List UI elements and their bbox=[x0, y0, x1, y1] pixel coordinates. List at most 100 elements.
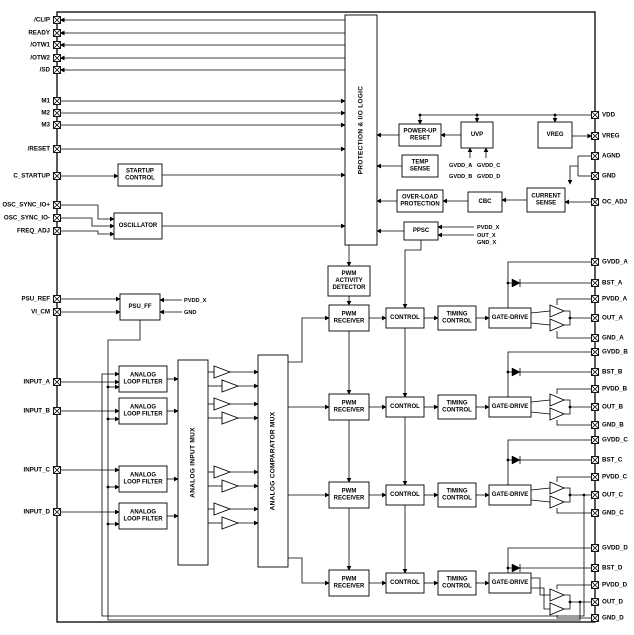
pin-gvdd-a: GVDD_A bbox=[591, 258, 628, 266]
pin-otw1: /OTW1 bbox=[30, 41, 61, 49]
block-gate-drive-d: GATE-DRIVE bbox=[488, 572, 532, 594]
block-label: GATE-DRIVE bbox=[492, 315, 529, 321]
junction-dot bbox=[506, 458, 510, 462]
pin-label: GND bbox=[602, 173, 616, 180]
output-driver-triangle-icon bbox=[549, 393, 566, 407]
pin-vreg: VREG bbox=[591, 132, 620, 140]
pin-x-mark bbox=[53, 97, 61, 105]
block-label: SENSE bbox=[536, 201, 556, 207]
junction-dot bbox=[506, 281, 510, 285]
pin-label: GVDD_C bbox=[602, 437, 628, 444]
annotation-label: OUT_X bbox=[477, 233, 496, 239]
pin-label: /OTW1 bbox=[30, 42, 50, 49]
block-label: ANALOG bbox=[130, 405, 156, 411]
block-label: CONTROL bbox=[442, 584, 472, 590]
pin-x-mark bbox=[591, 473, 599, 481]
block-gate-drive-b: GATE-DRIVE bbox=[488, 396, 532, 418]
junction-dot bbox=[475, 113, 479, 117]
block-outline bbox=[398, 123, 442, 147]
block-label: TIMING bbox=[447, 312, 468, 318]
block-outline bbox=[344, 14, 378, 246]
wires bbox=[59, 17, 593, 621]
wire bbox=[402, 240, 422, 309]
block-psu-ff: PSU_FF bbox=[119, 293, 161, 321]
comparator-triangle-icon bbox=[221, 379, 240, 393]
pin-label: INPUT_C bbox=[24, 467, 51, 474]
pin-x-mark bbox=[591, 456, 599, 464]
block-analog-input-mux: ANALOG INPUT MUX bbox=[177, 359, 209, 566]
block-label: ANALOG bbox=[130, 473, 156, 479]
wire bbox=[556, 508, 592, 514]
annotation-label: GND bbox=[184, 310, 196, 316]
pin-m2: M2 bbox=[41, 109, 61, 117]
pin-bst-a: BST_A bbox=[591, 279, 623, 287]
wire bbox=[531, 577, 550, 596]
pin-label: OC_ADJ bbox=[602, 199, 628, 206]
annotation-label: GVDD_B bbox=[449, 174, 472, 180]
pin-x-mark bbox=[591, 132, 599, 140]
pin-label: BST_B bbox=[602, 369, 623, 376]
pin-pvdd-c: PVDD_C bbox=[591, 473, 628, 481]
block-outline bbox=[119, 293, 161, 321]
block-label: GATE-DRIVE bbox=[492, 580, 529, 586]
pin-gvdd-b: GVDD_B bbox=[591, 348, 628, 356]
pin-ready: READY bbox=[28, 29, 61, 37]
wire bbox=[530, 487, 551, 491]
block-label: RESET bbox=[410, 136, 430, 142]
pin-x-mark bbox=[53, 109, 61, 117]
pin-x-mark bbox=[591, 614, 599, 622]
pin-oc-adj: OC_ADJ bbox=[591, 198, 628, 206]
block-label: LOOP FILTER bbox=[123, 517, 163, 523]
wire bbox=[107, 320, 581, 621]
block-outline bbox=[467, 191, 503, 213]
pin-gvdd-d: GVDD_D bbox=[591, 544, 628, 552]
block-outline bbox=[328, 304, 370, 332]
block-label: CONTROL bbox=[442, 496, 472, 502]
wire bbox=[60, 217, 115, 229]
pin-vi-cm: VI_CM bbox=[31, 308, 61, 316]
pin-x-mark bbox=[591, 509, 599, 517]
block-outline bbox=[488, 307, 532, 329]
block-label: GATE-DRIVE bbox=[492, 404, 529, 410]
pin-x-mark bbox=[53, 121, 61, 129]
pin-x-mark bbox=[591, 564, 599, 572]
pin-label: VREG bbox=[602, 133, 620, 140]
comparator-triangle-icon bbox=[221, 411, 240, 425]
pin-label: OUT_A bbox=[602, 315, 624, 322]
pin-osc-sync-io-minus: OSC_SYNC_IO- bbox=[4, 214, 61, 222]
diode-triangle bbox=[511, 278, 521, 288]
wire bbox=[507, 351, 592, 397]
pin-x-mark bbox=[53, 407, 61, 415]
block-label: CBC bbox=[479, 199, 493, 205]
pin-input-d: INPUT_D bbox=[24, 508, 61, 516]
block-label: RECEIVER bbox=[334, 496, 365, 502]
block-outline bbox=[385, 307, 425, 329]
block-protection-io-logic: PROTECTION & I/O LOGIC bbox=[344, 14, 378, 246]
junction-dot bbox=[418, 113, 422, 117]
block-outline bbox=[118, 502, 168, 530]
pin-gnd: GND bbox=[591, 172, 616, 180]
pin-label: M1 bbox=[41, 98, 50, 105]
annotation-label: GVDD_D bbox=[477, 174, 500, 180]
pin-x-mark bbox=[591, 258, 599, 266]
block-control-a: CONTROL bbox=[385, 307, 425, 329]
block-outline bbox=[488, 396, 532, 418]
pin-x-mark bbox=[591, 544, 599, 552]
pin-label: OUT_D bbox=[602, 599, 624, 606]
pin-input-a: INPUT_A bbox=[24, 378, 61, 386]
wire bbox=[288, 557, 330, 586]
pin-clip: /CLIP bbox=[34, 16, 61, 24]
block-label: PROTECTION & I/O LOGIC bbox=[358, 86, 365, 175]
pin-x-mark bbox=[591, 334, 599, 342]
pin-x-mark bbox=[591, 314, 599, 322]
pin-pvdd-b: PVDD_B bbox=[591, 385, 628, 393]
pin-label: GVDD_D bbox=[602, 545, 628, 552]
pin-m1: M1 bbox=[41, 97, 61, 105]
block-outline bbox=[385, 396, 425, 418]
wire bbox=[556, 476, 592, 482]
block-label: DETECTOR bbox=[333, 285, 367, 291]
